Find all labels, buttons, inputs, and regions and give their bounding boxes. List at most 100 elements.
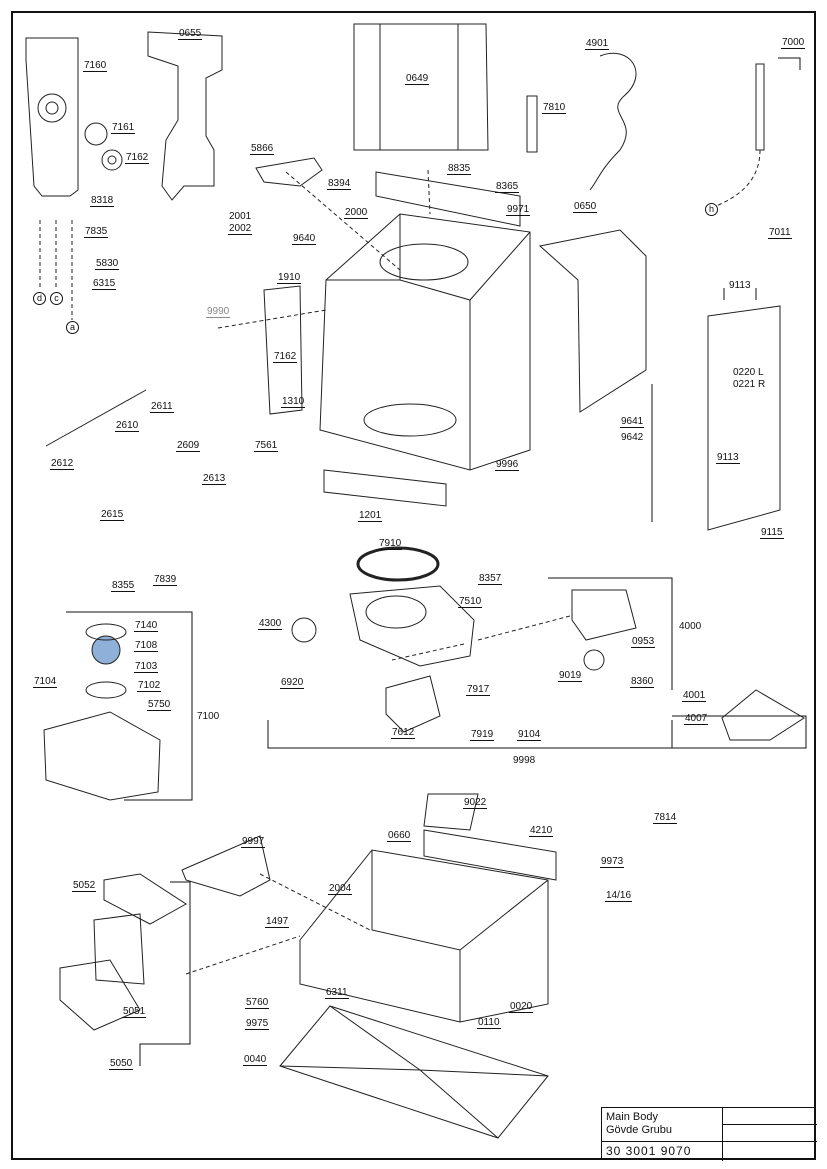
part-label: 9104	[517, 729, 542, 741]
part-label: 7810	[542, 102, 567, 114]
part-label: 0650	[573, 201, 598, 213]
part-label: 9640	[292, 233, 317, 245]
part-label: 1310	[281, 396, 306, 408]
part-4300-shape	[291, 617, 317, 643]
callout-a: a	[66, 321, 79, 334]
part-label: 5050	[109, 1058, 134, 1070]
part-label: 5052	[72, 880, 97, 892]
part-7510-shape	[349, 585, 475, 667]
part-label: 4001	[682, 690, 707, 702]
part-label: 7910	[378, 538, 403, 550]
part-label: 7102	[137, 680, 162, 692]
part-7160-shape	[25, 37, 79, 197]
part-label: 7835	[84, 226, 109, 238]
part-label: 9997	[241, 836, 266, 848]
part-label: 6311	[325, 987, 349, 999]
part-label: 9641	[620, 416, 645, 428]
part-label: 9990	[206, 306, 231, 318]
part-label: 9998	[513, 755, 536, 766]
part-label: 5750	[147, 699, 172, 711]
callout-h: h	[705, 203, 718, 216]
part-label: 9115	[760, 527, 784, 539]
part-label: 9975	[245, 1018, 270, 1030]
part-7612-shape	[385, 675, 441, 733]
title-line-2: Gövde Grubu	[606, 1124, 673, 1136]
part-label: 0040	[243, 1054, 268, 1066]
part-label: 7108	[134, 640, 159, 652]
part-side-panel-shape	[707, 305, 781, 531]
part-label: 7919	[470, 729, 495, 741]
part-label: 4007	[684, 713, 709, 725]
part-label: 7100	[197, 711, 220, 722]
part-label: 9022	[463, 797, 488, 809]
part-label: 9642	[621, 432, 644, 443]
part-label: 2002	[228, 223, 253, 235]
drawing-number: 30 3001 9070	[606, 1144, 692, 1158]
part-label: 0020	[509, 1001, 534, 1013]
part-1910-shape	[263, 285, 303, 415]
part-5866-shape	[255, 157, 323, 187]
part-label: 7104	[33, 676, 58, 688]
part-label: 7612	[391, 727, 416, 739]
part-label: 7917	[466, 684, 491, 696]
part-label: 9019	[558, 670, 583, 682]
part-0655-shape	[147, 31, 223, 201]
part-7810-shape	[526, 95, 538, 153]
part-2000-tub-shape	[319, 213, 531, 471]
part-label: 8365	[495, 181, 520, 193]
part-label: 2612	[50, 458, 75, 470]
part-label: 5051	[122, 1006, 147, 1018]
part-label: 1910	[277, 272, 302, 284]
part-9997-shape	[181, 835, 271, 897]
part-label: 8357	[478, 573, 503, 585]
part-label: 8394	[327, 178, 352, 190]
part-label: 6920	[280, 677, 305, 689]
part-2610-shape	[45, 389, 147, 447]
part-label: 5830	[95, 258, 120, 270]
part-label: 2004	[328, 883, 353, 895]
part-4000-shape	[571, 589, 637, 641]
part-label: 2001	[229, 211, 252, 222]
part-7000-shape	[755, 63, 765, 151]
part-label: 7162	[125, 152, 150, 164]
part-label: 2610	[115, 420, 140, 432]
title-block: Main Body Gövde Grubu 30 3001 9070	[601, 1107, 817, 1161]
callout-d: d	[33, 292, 46, 305]
part-9022-shape	[423, 793, 479, 831]
part-4007-shape	[721, 689, 805, 741]
part-5052-shape	[103, 873, 187, 925]
part-label: 2611	[150, 401, 174, 413]
part-label: 9973	[600, 856, 625, 868]
part-label: 2609	[176, 440, 201, 452]
part-label: 5760	[245, 997, 270, 1009]
part-label: 4300	[258, 618, 283, 630]
part-0660-shape	[423, 829, 557, 881]
part-label: 9113	[716, 452, 740, 464]
part-label: 1201	[358, 510, 383, 522]
part-label: 2613	[202, 473, 227, 485]
part-label: 8835	[447, 163, 472, 175]
part-8365-shape	[375, 171, 521, 227]
part-label: 0649	[405, 73, 430, 85]
part-label: 9971	[506, 204, 531, 216]
part-label: 6315	[92, 278, 117, 290]
part-1201-shape	[323, 469, 447, 507]
part-label: 0221 R	[733, 379, 766, 390]
drawing-frame	[11, 11, 816, 1160]
part-0649-shape	[353, 23, 489, 151]
part-label: 8360	[630, 676, 655, 688]
part-label: 7140	[134, 620, 159, 632]
part-label: 2000	[344, 207, 369, 219]
part-label: 2615	[100, 509, 125, 521]
part-label: 0953	[631, 636, 656, 648]
part-label: 8318	[90, 195, 115, 207]
part-label: 9113	[729, 280, 751, 291]
part-label: 7000	[781, 37, 806, 49]
part-label: 0110	[477, 1017, 501, 1029]
part-label: 7839	[153, 574, 178, 586]
part-label: 4901	[585, 38, 610, 50]
part-7100-shape	[43, 711, 161, 801]
part-label: 7161	[111, 122, 136, 134]
part-label: 7103	[134, 661, 159, 673]
